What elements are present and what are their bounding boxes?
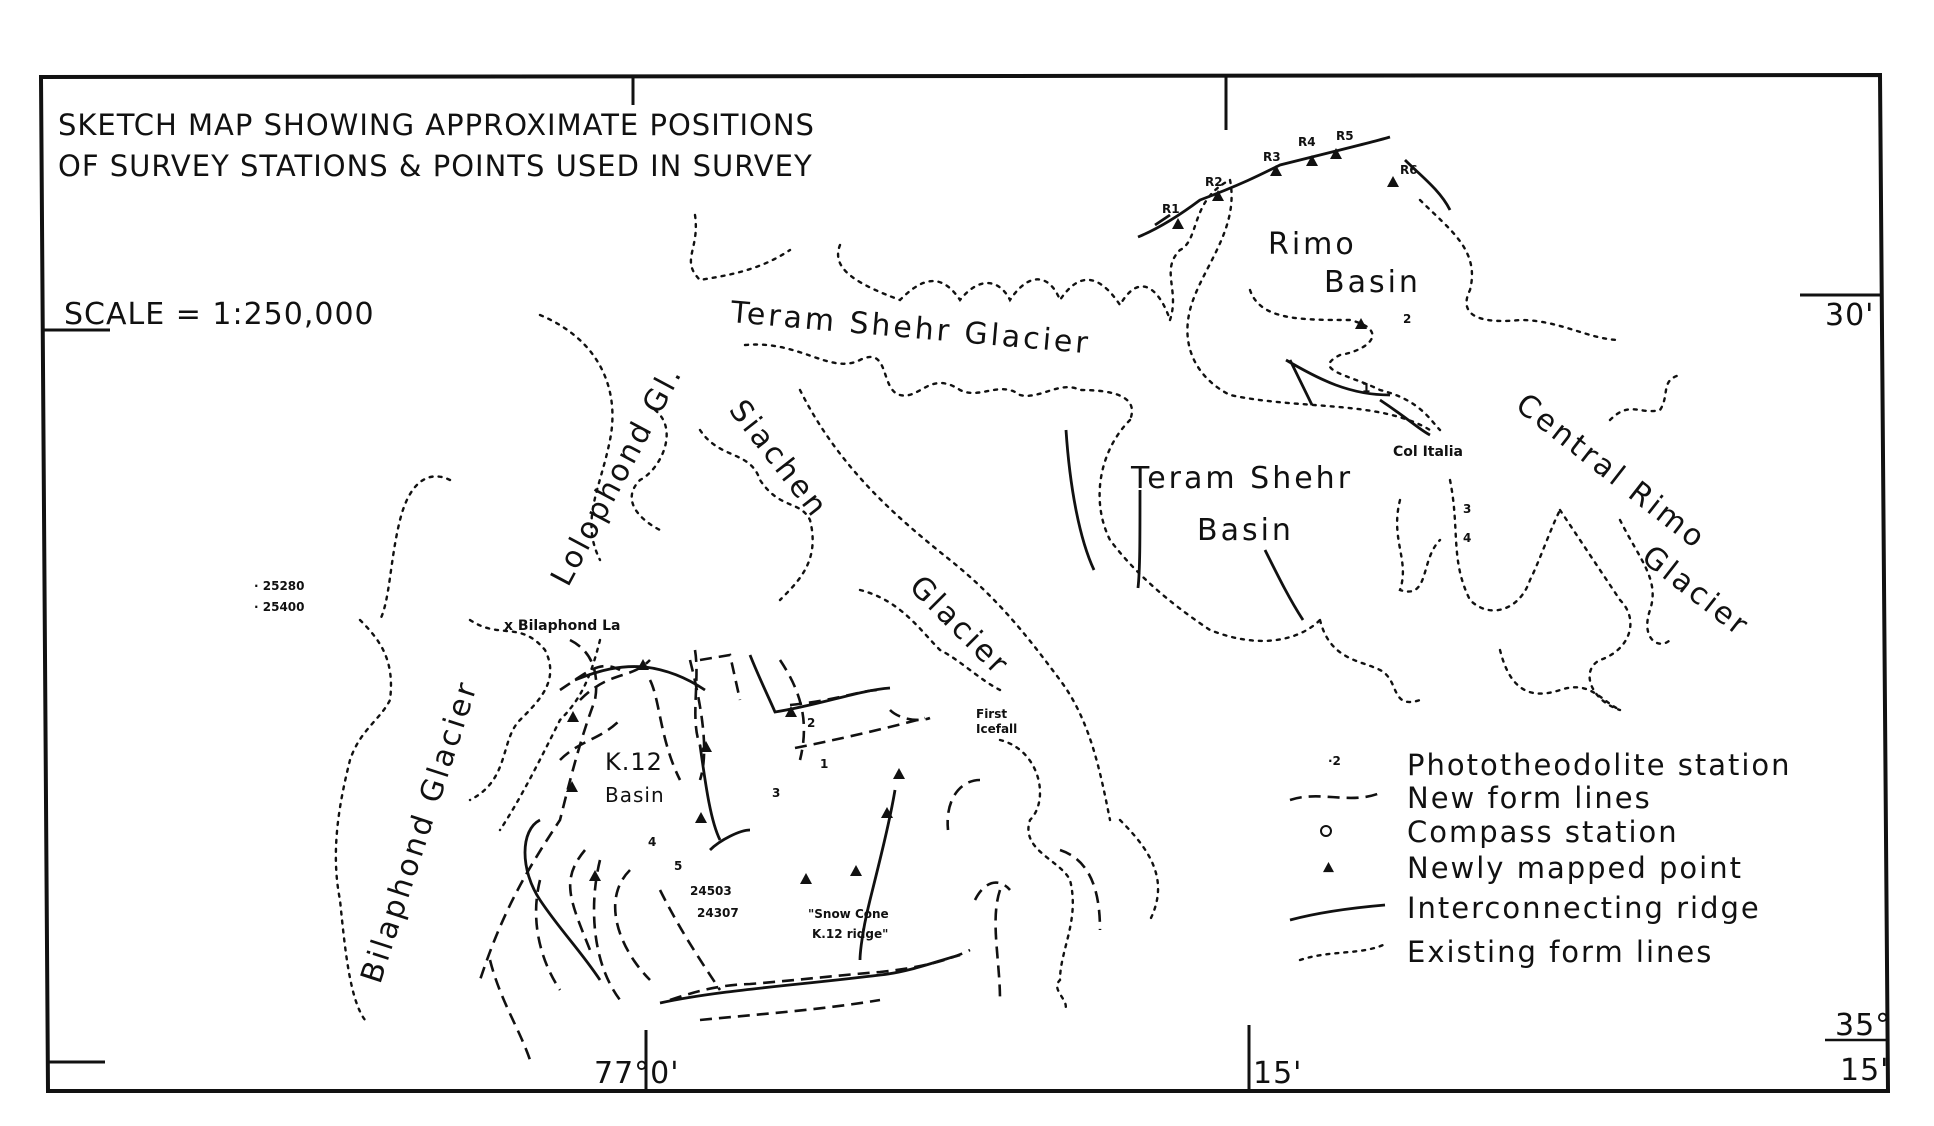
- lat-15-label: 15': [1840, 1053, 1889, 1088]
- label-siachen-glacier: Glacier: [902, 569, 1016, 683]
- height-25280: · 25280: [254, 579, 305, 593]
- compass-station-5: 5: [674, 859, 682, 873]
- label-k12-basin: Basin: [605, 783, 665, 807]
- interconnecting-ridges: [523, 135, 1452, 1005]
- label-lolophond-glacier: Lolophond Gl.: [544, 359, 690, 592]
- existing-form-lines-icon: [1298, 943, 1385, 962]
- lat-30-label: 30': [1825, 298, 1874, 333]
- new-form-lines: [478, 638, 1102, 1061]
- photo-station-2-rimo: 2: [1403, 312, 1411, 326]
- station-r4: R4: [1298, 135, 1316, 149]
- label-rimo-basin: Basin: [1324, 265, 1421, 300]
- legend-label: Compass station: [1407, 815, 1679, 849]
- compass-station-3: 3: [772, 786, 780, 800]
- station-r1: R1: [1162, 202, 1180, 216]
- legend-label: Interconnecting ridge: [1407, 891, 1761, 925]
- lon-77-label: 77°0': [594, 1056, 680, 1091]
- compass-station-4: 4: [648, 835, 656, 849]
- height-25400: · 25400: [254, 600, 305, 614]
- label-central-rimo-glacier: Glacier: [1635, 539, 1756, 645]
- label-rimo: Rimo: [1268, 227, 1357, 262]
- station-r3: R3: [1263, 150, 1281, 164]
- photo-station-2-k12: 2: [807, 716, 815, 730]
- label-k12: K.12: [605, 748, 663, 776]
- compass-station-1: 1: [820, 757, 828, 771]
- label-snow-cone-1: "Snow Cone: [808, 907, 889, 921]
- interconnecting-ridge-icon: [1289, 903, 1386, 922]
- legend-label: New form lines: [1407, 781, 1652, 815]
- label-snow-cone-2: K.12 ridge": [812, 927, 888, 941]
- photo-station-3-col: 3: [1463, 502, 1471, 516]
- photo-station-4-col: 4: [1463, 531, 1471, 545]
- legend: ·2 Phototheodolite station New form line…: [1289, 748, 1792, 969]
- station-r6: R6: [1400, 163, 1418, 177]
- label-teram-shehr: Teram Shehr: [1130, 461, 1353, 496]
- scale-label: SCALE = 1:250,000: [64, 297, 375, 332]
- legend-label: Newly mapped point: [1407, 851, 1743, 885]
- label-siachen: Siachen: [722, 393, 836, 525]
- newly-mapped-point-icon: [1323, 862, 1334, 873]
- legend-label: Phototheodolite station: [1407, 748, 1792, 782]
- label-first-icefall-2: Icefall: [976, 722, 1017, 736]
- station-r2: R2: [1205, 175, 1223, 189]
- station-r5: R5: [1336, 129, 1354, 143]
- label-central-rimo: Central Rimo: [1509, 387, 1713, 557]
- label-first-icefall-1: First: [976, 707, 1007, 721]
- map-frame: [38, 72, 1891, 1093]
- phototheodolite-station-icon: ·2: [1328, 754, 1341, 768]
- new-form-lines-icon: [1289, 791, 1381, 802]
- lat-35-label: 35°: [1835, 1008, 1891, 1043]
- compass-station-icon: [1320, 825, 1332, 837]
- legend-label: Existing form lines: [1407, 935, 1713, 969]
- label-bilaphond-la: x Bilaphond La: [504, 618, 620, 634]
- label-col-italia: Col Italia: [1393, 444, 1463, 460]
- existing-form-lines: [334, 178, 1682, 1022]
- lon-15-label: 15': [1253, 1056, 1302, 1091]
- map-title-line1: SKETCH MAP SHOWING APPROXIMATE POSITIONS: [58, 108, 815, 142]
- map-title-line2: OF SURVEY STATIONS & POINTS USED IN SURV…: [58, 149, 813, 183]
- label-teram-shehr-basin: Basin: [1197, 513, 1294, 548]
- height-24503: 24503: [690, 884, 732, 898]
- label-teram-shehr-glacier: Teram Shehr Glacier: [728, 295, 1092, 361]
- height-24307: 24307: [697, 906, 739, 920]
- photo-station-1-rimo: 1: [1362, 381, 1370, 395]
